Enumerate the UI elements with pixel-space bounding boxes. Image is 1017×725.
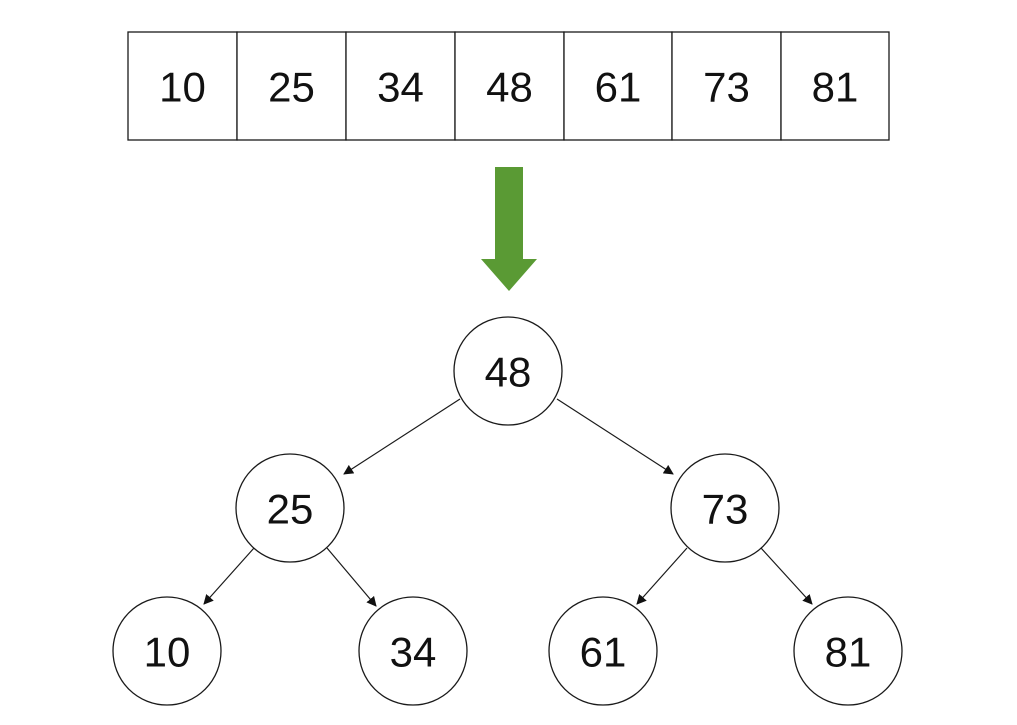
tree-edge	[760, 547, 813, 605]
tree-node: 25	[235, 453, 345, 563]
array-cell: 61	[563, 31, 673, 141]
tree-node-label: 34	[390, 629, 437, 676]
array-cell: 81	[780, 31, 890, 141]
tree-node-label: 48	[485, 349, 532, 396]
tree-node-label: 10	[144, 629, 191, 676]
array-cell: 73	[671, 31, 782, 141]
tree-edge	[556, 398, 674, 475]
array-cell-label: 48	[486, 64, 533, 111]
sorted-array: 10 25 34 48 61 73 81	[127, 31, 890, 141]
tree-edge	[636, 547, 688, 605]
tree-edge	[203, 547, 255, 605]
array-cell-label: 61	[595, 64, 642, 111]
array-cell: 34	[345, 31, 456, 141]
array-cell-label: 10	[159, 64, 206, 111]
tree-node: 34	[358, 596, 468, 706]
array-cell-label: 81	[812, 64, 859, 111]
tree-edges	[203, 398, 813, 607]
tree-node: 81	[793, 596, 903, 706]
down-arrow-icon	[481, 167, 537, 291]
tree-node: 73	[670, 453, 780, 563]
array-cell: 10	[127, 31, 238, 141]
array-cell-label: 73	[703, 64, 750, 111]
tree-node-label: 25	[267, 486, 314, 533]
tree-node-root: 48	[453, 316, 563, 426]
tree-node-label: 81	[825, 629, 872, 676]
array-cell: 48	[454, 31, 565, 141]
tree-edge	[343, 398, 461, 475]
array-cell-label: 34	[377, 64, 424, 111]
array-cell-label: 25	[268, 64, 315, 111]
tree-node: 61	[548, 596, 658, 706]
tree-node: 10	[112, 596, 222, 706]
tree-node-label: 61	[580, 629, 627, 676]
tree-nodes: 48 25 73 10 34 61 81	[112, 316, 903, 706]
array-cell: 25	[236, 31, 347, 141]
tree-edge	[326, 547, 377, 607]
tree-node-label: 73	[702, 486, 749, 533]
